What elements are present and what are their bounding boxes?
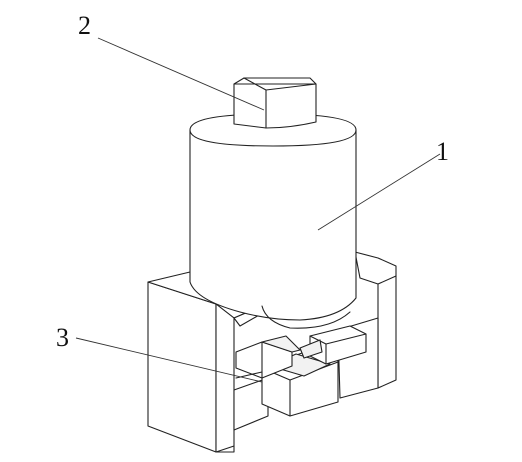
leader-line-2 <box>97 37 265 111</box>
leader-lines <box>75 37 441 383</box>
leader-line-3 <box>75 337 263 383</box>
top-hex-nut <box>233 77 317 129</box>
part-label-3: 3 <box>56 323 69 352</box>
cylinder-body <box>189 113 357 329</box>
part-label-2: 2 <box>78 11 91 40</box>
part-label-1: 1 <box>436 137 449 166</box>
drive-mechanism <box>235 325 367 417</box>
base-frame <box>147 251 397 453</box>
leader-line-1 <box>317 153 441 231</box>
